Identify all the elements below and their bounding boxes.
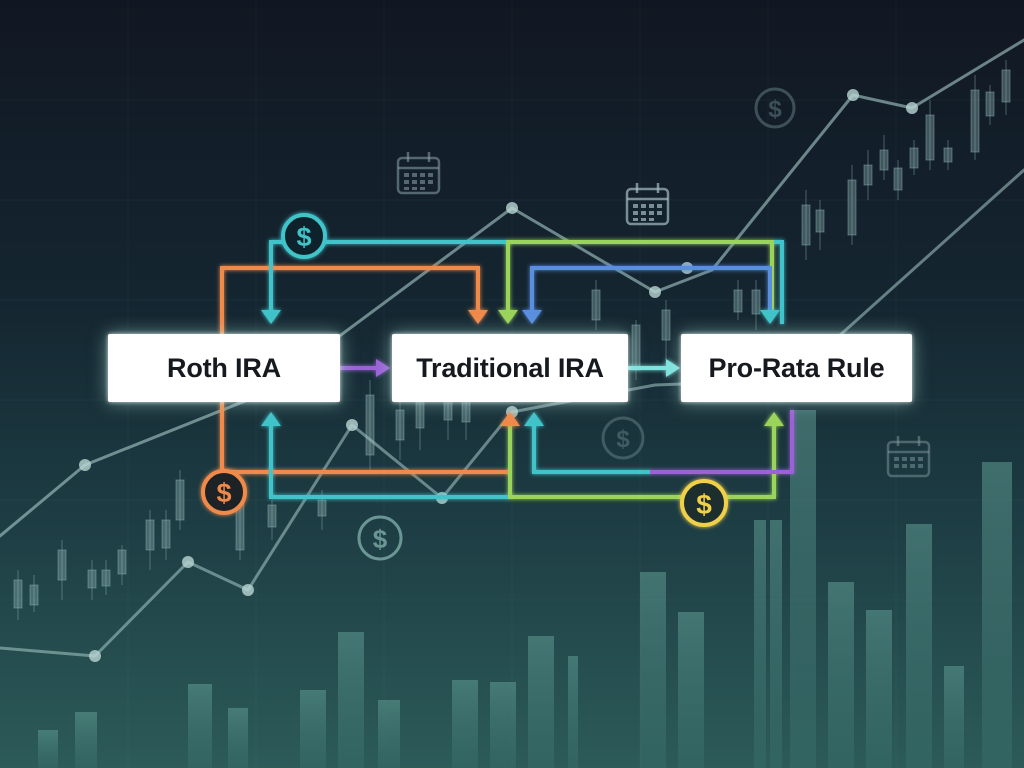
pro-rata-rule-label: Pro-Rata Rule	[708, 352, 885, 383]
dollar-sign: $	[696, 489, 712, 520]
orange-connector-bottom	[220, 402, 512, 474]
traditional-ira-node: Traditional IRA	[392, 334, 628, 402]
blue-connector-top	[530, 266, 772, 312]
green-connector-top	[506, 240, 774, 312]
purple-connector-bottom	[650, 410, 794, 474]
faint-dollar-coin-icon: $	[601, 416, 645, 460]
cyan-connector-bottom	[532, 424, 650, 474]
roth-ira-label: Roth IRA	[167, 352, 281, 383]
dollar-sign: $	[216, 478, 231, 508]
dollar-sign: $	[296, 222, 311, 252]
dollar-sign: $	[616, 426, 630, 453]
orange-connector-top	[220, 266, 480, 334]
pro-rata-rule-node: Pro-Rata Rule	[681, 334, 912, 402]
green-connector-bottom	[508, 420, 776, 499]
dollar-coin-icon: $	[201, 469, 247, 515]
dollar-coin-icon: $	[680, 479, 728, 527]
faint-dollar-coin-icon: $	[357, 515, 403, 561]
arrowheads	[261, 310, 784, 426]
roth-ira-node: Roth IRA	[108, 334, 340, 402]
traditional-ira-label: Traditional IRA	[416, 352, 604, 383]
background-candlesticks	[13, 60, 1011, 620]
calendar-icon	[625, 183, 670, 226]
teal-connector-bottom	[269, 424, 510, 499]
dollar-sign: $	[373, 524, 388, 554]
calendar-icon	[886, 436, 931, 478]
dollar-sign: $	[768, 96, 782, 123]
calendar-icon	[396, 152, 441, 195]
background-bars	[38, 410, 1012, 768]
faint-dollar-coin-icon: $	[754, 87, 796, 129]
dollar-coin-icon: $	[281, 213, 327, 259]
trend-line-points	[79, 89, 918, 662]
